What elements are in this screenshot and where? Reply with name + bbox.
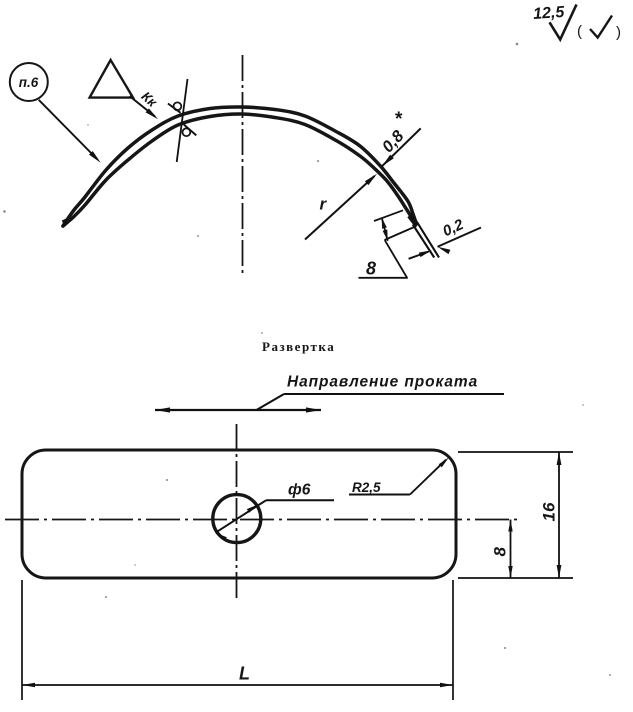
svg-text:Направление проката: Направление проката	[287, 374, 478, 391]
svg-text:(: (	[577, 23, 582, 40]
svg-text:L: L	[239, 664, 250, 684]
svg-text:r: r	[320, 195, 328, 214]
svg-text:R2,5: R2,5	[352, 480, 381, 495]
svg-text:8: 8	[366, 259, 376, 279]
svg-text:ф6: ф6	[288, 482, 311, 499]
svg-text:Развертка: Развертка	[262, 339, 335, 354]
svg-text:16: 16	[540, 502, 559, 521]
svg-text:п.6: п.6	[19, 75, 39, 90]
svg-text:12,5: 12,5	[533, 4, 566, 23]
svg-text:*: *	[395, 109, 403, 130]
svg-text:8: 8	[491, 547, 510, 557]
svg-text:): )	[616, 24, 621, 41]
